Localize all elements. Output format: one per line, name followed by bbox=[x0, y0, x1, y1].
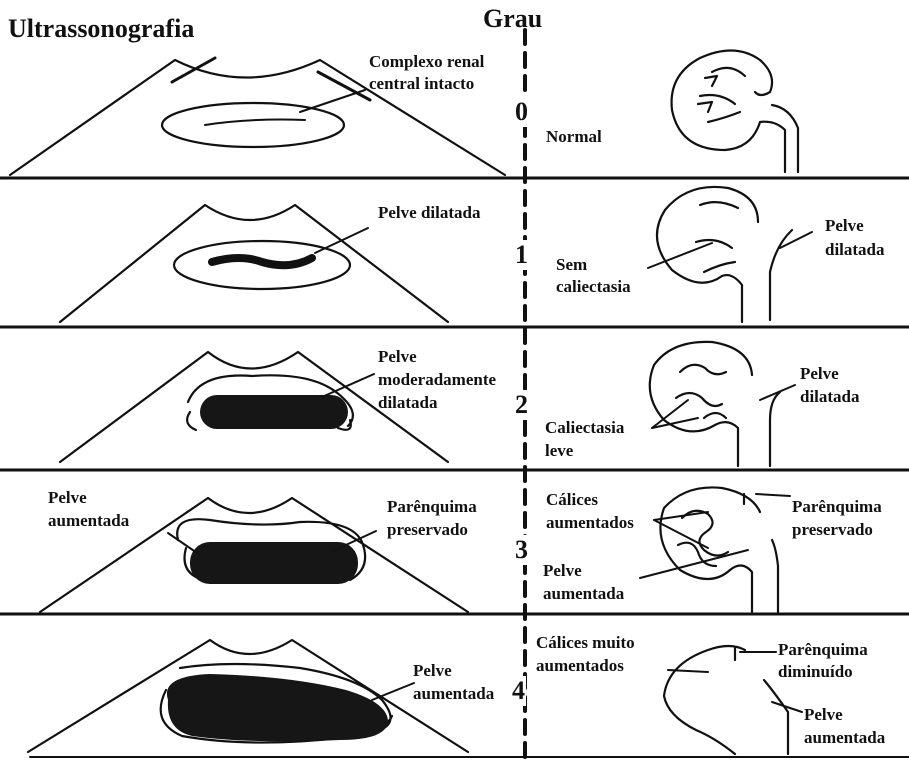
grade-3-kidney-pelvis-label-line1: Pelve bbox=[543, 561, 582, 581]
grade-3-pelvis-leader bbox=[640, 550, 748, 578]
grade-2-caliectasis-label-line2: leve bbox=[545, 441, 573, 461]
grade-1-kidney-sketch bbox=[648, 187, 812, 322]
grade-3-enlarged-pelvis bbox=[190, 542, 358, 584]
grade-0-central-complex-label-line2: central intacto bbox=[369, 74, 474, 94]
grade-1-kidney-pelvis-label-line2: dilatada bbox=[825, 240, 885, 260]
grade-number-4: 4 bbox=[511, 676, 526, 706]
grade-3-pelvis-label-line1: Pelve bbox=[48, 488, 87, 508]
grade-1-leader-line bbox=[315, 228, 368, 253]
grade-0-kidney-sketch bbox=[672, 50, 798, 172]
grade-2-caliectasis-label-line1: Caliectasia bbox=[545, 418, 624, 438]
grade-3-pelvis-label-line2: aumentada bbox=[48, 511, 129, 531]
grade-0-leader-line bbox=[300, 90, 365, 112]
grade-2-dilated-pelvis bbox=[200, 395, 348, 429]
grade-1-no-caliectasis-label-line2: caliectasia bbox=[556, 277, 631, 297]
grade-4-pelvis-label-line2: aumentada bbox=[413, 684, 494, 704]
grade-2-kidney-pelvis-label-line1: Pelve bbox=[800, 364, 839, 384]
grade-2-kidney-sketch bbox=[650, 342, 795, 466]
grade-2-pelvis-label-line2: moderadamente bbox=[378, 370, 496, 390]
grade-4-enlarged-pelvis bbox=[167, 674, 388, 741]
grade-4-calyces-label-line1: Cálices muito bbox=[536, 633, 635, 653]
grade-4-calyces-label-line2: aumentados bbox=[536, 656, 624, 676]
grade-column-title: Grau bbox=[483, 4, 542, 34]
grade-0-normal-label: Normal bbox=[546, 127, 602, 147]
grade-3-parenchyma-label-line2: preservado bbox=[387, 520, 468, 540]
grade-1-kidney-pelvis-label-line1: Pelve bbox=[825, 216, 864, 236]
grade-2-leader-line bbox=[322, 374, 374, 397]
grade-number-0: 0 bbox=[514, 97, 529, 127]
grade-3-kidney-sketch bbox=[640, 487, 790, 612]
grade-4-ultrasound-view bbox=[28, 640, 468, 752]
grade-4-leader-line bbox=[372, 683, 414, 700]
grade-2-right-leader bbox=[760, 385, 795, 400]
grade-0-central-complex-label-line1: Complexo renal bbox=[369, 52, 484, 72]
grade-1-right-leader bbox=[780, 232, 812, 248]
grade-4-pelvis-label-line1: Pelve bbox=[413, 661, 452, 681]
grade-3-left-leader bbox=[168, 533, 200, 555]
grade-4-parenchyma-label-line2: diminuído bbox=[778, 662, 853, 682]
grade-number-3: 3 bbox=[514, 535, 529, 565]
grade-4-kidney-pelvis-label-line1: Pelve bbox=[804, 705, 843, 725]
grade-3-kidney-parenchyma-label-line1: Parênquima bbox=[792, 497, 882, 517]
ultrasound-column-title: Ultrassonografia bbox=[8, 14, 194, 44]
grade-2-pelvis-label-line1: Pelve bbox=[378, 347, 417, 367]
grade-number-1: 1 bbox=[514, 240, 529, 270]
grade-3-calyces-label-line1: Cálices bbox=[546, 490, 598, 510]
grade-4-parenchyma-label-line1: Parênquima bbox=[778, 640, 868, 660]
grade-3-parenchyma-leader bbox=[756, 494, 790, 496]
grade-3-parenchyma-label-line1: Parênquima bbox=[387, 497, 477, 517]
grade-2-pelvis-label-line3: dilatada bbox=[378, 393, 438, 413]
grade-1-pelvis-label: Pelve dilatada bbox=[378, 203, 480, 223]
grade-number-2: 2 bbox=[514, 390, 529, 420]
grade-1-no-caliectasis-label-line1: Sem bbox=[556, 255, 587, 275]
grade-3-kidney-pelvis-label-line2: aumentada bbox=[543, 584, 624, 604]
grade-3-calyces-label-line2: aumentados bbox=[546, 513, 634, 533]
grade-2-kidney-pelvis-label-line2: dilatada bbox=[800, 387, 860, 407]
grade-4-kidney-pelvis-label-line2: aumentada bbox=[804, 728, 885, 748]
grade-3-kidney-parenchyma-label-line2: preservado bbox=[792, 520, 873, 540]
